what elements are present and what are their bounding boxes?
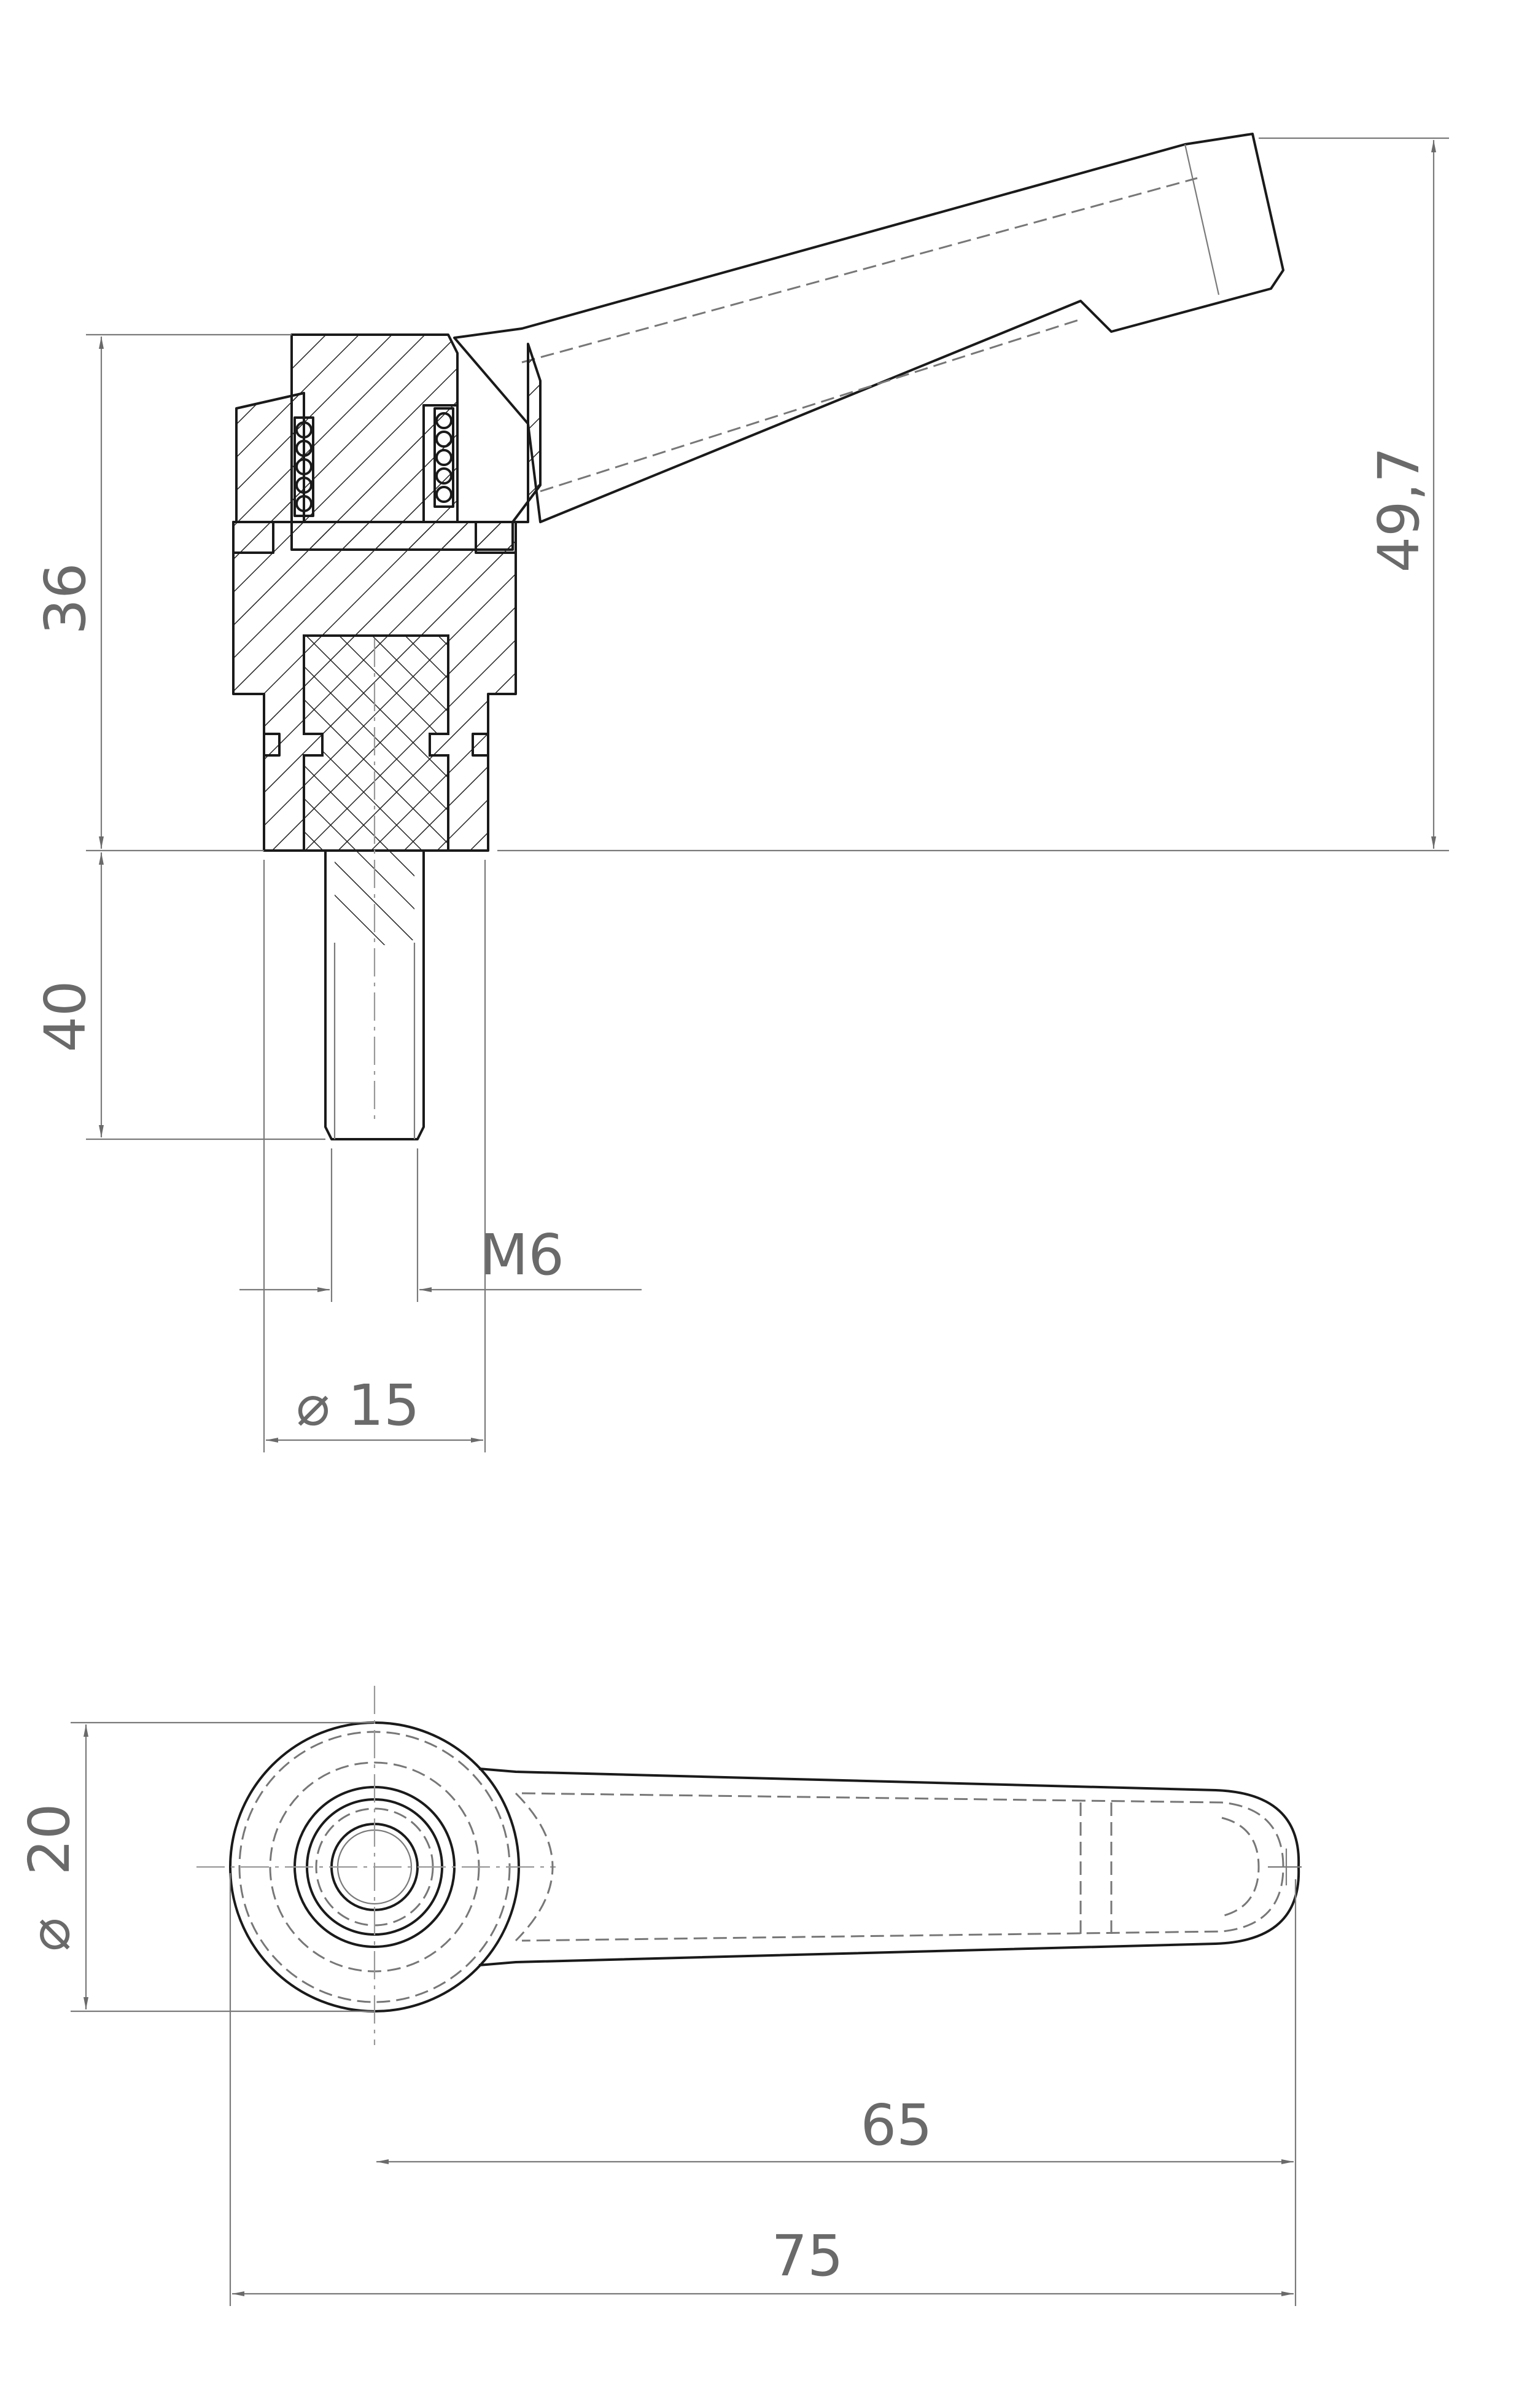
spring-right [433, 407, 454, 508]
side-dimensions: 36 40 49,7 M6 ⌀ 15 [33, 137, 1449, 1452]
dim-d20-label: 20 [17, 1803, 82, 1875]
dim-75-label: 75 [771, 2223, 843, 2289]
top-view [196, 1686, 1302, 2045]
side-view [232, 133, 1284, 1140]
dim-d15-label: 15 [348, 1373, 419, 1438]
dim-49-7-label: 49,7 [1366, 447, 1432, 573]
hub-groove [264, 733, 488, 757]
lever-end-cross [1268, 1849, 1302, 1885]
hub-collar [232, 521, 517, 554]
lever-arm-hidden-line [521, 177, 1198, 364]
threaded-insert [303, 634, 449, 852]
lever-top-inner-hidden [1079, 1802, 1260, 1935]
threaded-stud [324, 851, 425, 1140]
dim-40-label: 40 [33, 980, 98, 1052]
dim-d20-symbol: ⌀ [17, 1917, 82, 1951]
lever-arm-hidden-line-2 [540, 318, 1081, 493]
lever-top-hidden [521, 1792, 1284, 1942]
spring-left [293, 416, 314, 517]
dim-65-label: 65 [860, 2092, 932, 2158]
dim-36-label: 36 [33, 563, 98, 634]
dim-m6-label: M6 [480, 1222, 564, 1288]
top-dimensions: ⌀ 20 65 75 [17, 1721, 1297, 2306]
cap-section [290, 333, 542, 551]
lever-grip-line [1184, 144, 1220, 295]
lever-top-root [515, 1792, 554, 1942]
dim-d15-symbol: ⌀ [296, 1373, 330, 1438]
lever-arm [453, 133, 1284, 523]
